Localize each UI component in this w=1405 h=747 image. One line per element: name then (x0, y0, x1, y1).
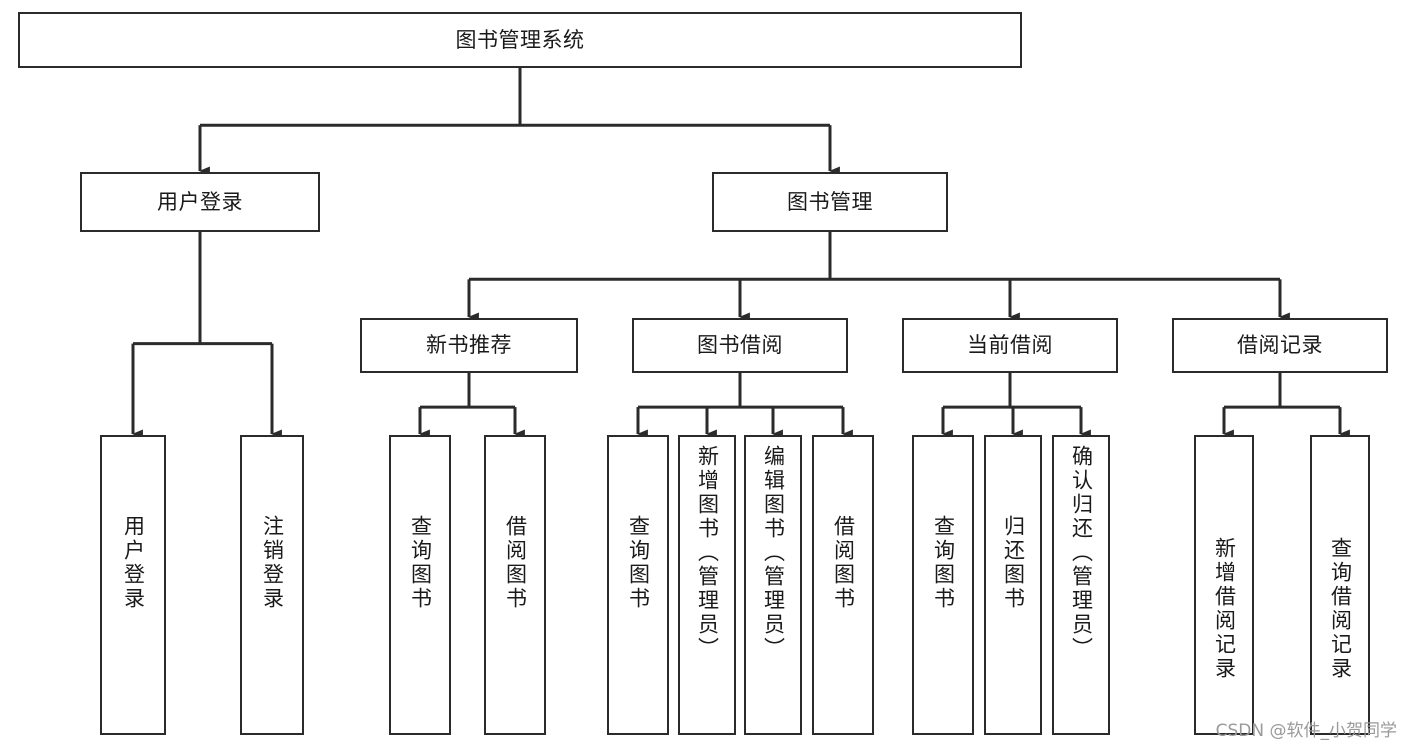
node-label: 用户登录 (121, 515, 146, 611)
leaf-add-record[interactable]: 新增借阅记录 (1194, 435, 1254, 735)
leaf-user-logout[interactable]: 注销登录 (240, 435, 304, 735)
leaf-borrow-book-2[interactable]: 借阅图书 (812, 435, 874, 735)
node-label: 图书借阅 (697, 333, 783, 358)
node-label: 借阅图书 (831, 515, 856, 611)
leaf-confirm-return[interactable]: 确认归还（管理员） (1052, 435, 1110, 735)
leaf-query-record[interactable]: 查询借阅记录 (1310, 435, 1370, 735)
node-label: 归还图书 (1001, 515, 1026, 611)
node-label: 查询图书 (408, 515, 433, 611)
leaf-query-book-1[interactable]: 查询图书 (389, 435, 451, 735)
node-new-book-recommend[interactable]: 新书推荐 (360, 318, 578, 373)
node-label: 借阅图书 (503, 515, 528, 611)
node-label: 查询借阅记录 (1328, 537, 1353, 681)
leaf-add-book[interactable]: 新增图书（管理员） (678, 435, 736, 735)
leaf-borrow-book-1[interactable]: 借阅图书 (484, 435, 546, 735)
node-label: 新增借阅记录 (1212, 537, 1237, 681)
node-label: 图书管理 (787, 189, 873, 214)
node-label: 用户登录 (157, 189, 243, 214)
node-label: 新书推荐 (426, 333, 512, 358)
node-current-borrow[interactable]: 当前借阅 (902, 318, 1118, 373)
node-label: 查询图书 (626, 515, 651, 611)
node-book-manage[interactable]: 图书管理 (712, 172, 948, 232)
node-label: 新增图书（管理员） (695, 445, 720, 661)
node-root[interactable]: 图书管理系统 (18, 12, 1022, 68)
node-label: 注销登录 (260, 515, 285, 611)
leaf-query-book-3[interactable]: 查询图书 (912, 435, 974, 735)
node-book-borrow[interactable]: 图书借阅 (632, 318, 848, 373)
node-label: 查询图书 (931, 515, 956, 611)
edges (131, 68, 1350, 439)
node-user-login[interactable]: 用户登录 (80, 172, 320, 232)
leaf-query-book-2[interactable]: 查询图书 (607, 435, 669, 735)
node-label: 确认归还（管理员） (1069, 445, 1094, 661)
leaf-return-book[interactable]: 归还图书 (984, 435, 1042, 735)
node-borrow-record[interactable]: 借阅记录 (1172, 318, 1388, 373)
leaf-edit-book[interactable]: 编辑图书（管理员） (744, 435, 802, 735)
leaf-user-login[interactable]: 用户登录 (100, 435, 166, 735)
node-label: 当前借阅 (967, 333, 1053, 358)
node-label: 图书管理系统 (455, 27, 585, 52)
node-label: 编辑图书（管理员） (761, 445, 786, 661)
node-label: 借阅记录 (1237, 333, 1323, 358)
